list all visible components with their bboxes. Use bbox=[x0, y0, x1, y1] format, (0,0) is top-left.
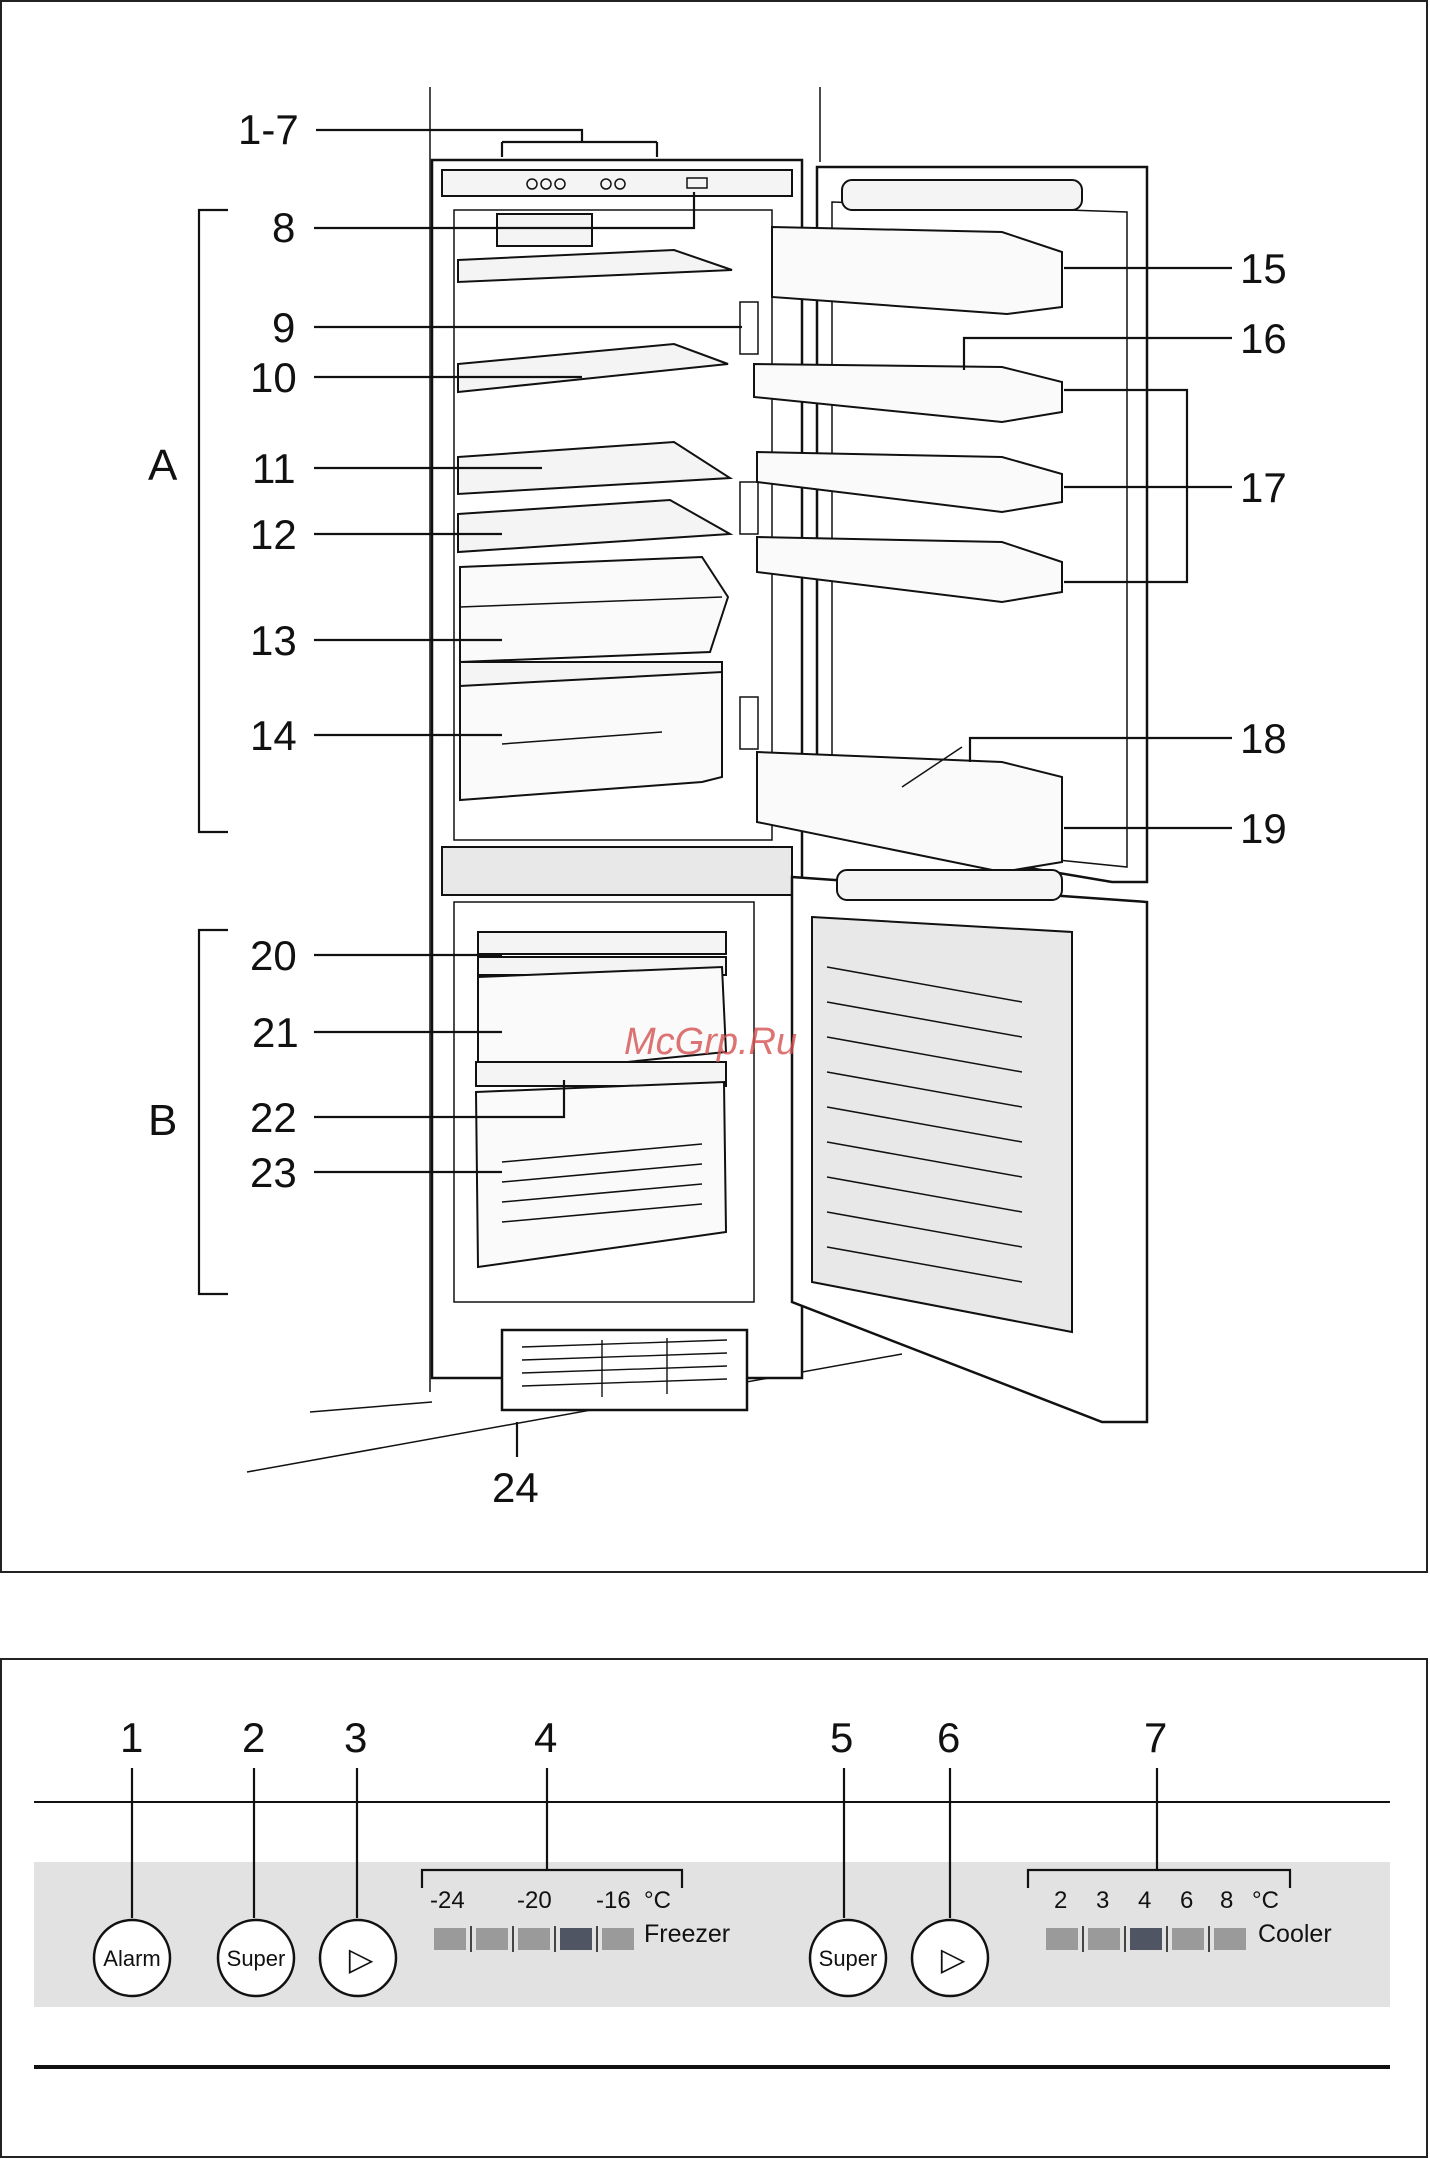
label-18: 18 bbox=[1240, 715, 1287, 762]
super-cooler-button-label: Super bbox=[819, 1946, 878, 1971]
cooler-segment-3 bbox=[1130, 1928, 1162, 1950]
label-16: 16 bbox=[1240, 315, 1287, 362]
control-panel-diagram: 1 2 3 4 5 6 7 Alarm Super ▷ Super ▷ bbox=[2, 1660, 1428, 2158]
label-10: 10 bbox=[250, 354, 297, 401]
freezer-segment-5 bbox=[602, 1928, 634, 1950]
freezer-scale-mid: -20 bbox=[517, 1887, 552, 1914]
freezer-scale-max: -16 bbox=[596, 1887, 631, 1914]
callout-6: 6 bbox=[937, 1714, 960, 1761]
label-14: 14 bbox=[250, 712, 297, 759]
labels-left: 1-7 8 9 10 11 12 13 14 20 21 22 23 bbox=[238, 106, 299, 1196]
cooler-label: Cooler bbox=[1258, 1920, 1332, 1948]
freezer-label: Freezer bbox=[644, 1920, 730, 1948]
label-19: 19 bbox=[1240, 805, 1287, 852]
label-8: 8 bbox=[272, 204, 295, 251]
group-label-b: B bbox=[148, 1096, 177, 1145]
label-22: 22 bbox=[250, 1094, 297, 1141]
cooler-scale-4: 4 bbox=[1138, 1887, 1151, 1914]
door-handle bbox=[842, 180, 1082, 210]
freezer-select-button[interactable]: ▷ bbox=[320, 1920, 396, 1996]
cooler-segments bbox=[1046, 1926, 1246, 1952]
play-icon: ▷ bbox=[349, 1941, 374, 1977]
cooler-scale-3: 3 bbox=[1096, 1887, 1109, 1914]
group-label-a: A bbox=[148, 441, 178, 490]
super-freezer-button-label: Super bbox=[227, 1946, 286, 1971]
cooler-select-button[interactable]: ▷ bbox=[912, 1920, 988, 1996]
bracket-b bbox=[199, 930, 228, 1294]
label-15: 15 bbox=[1240, 245, 1287, 292]
cooler-unit: °C bbox=[1252, 1887, 1279, 1914]
label-20: 20 bbox=[250, 932, 297, 979]
figure-control-panel-frame: 1 2 3 4 5 6 7 Alarm Super ▷ Super ▷ bbox=[0, 1658, 1428, 2158]
cooler-segment-5 bbox=[1214, 1928, 1246, 1950]
super-cooler-button[interactable]: Super bbox=[810, 1920, 886, 1996]
label-11: 11 bbox=[252, 445, 296, 492]
label-12: 12 bbox=[250, 511, 297, 558]
cooler-segment-2 bbox=[1088, 1928, 1120, 1950]
freezer-segment-4 bbox=[560, 1928, 592, 1950]
appliance-diagram: 1-7 8 9 10 11 12 13 14 20 21 22 23 15 16… bbox=[2, 2, 1428, 1573]
alarm-button-label: Alarm bbox=[103, 1946, 160, 1971]
callout-2: 2 bbox=[242, 1714, 265, 1761]
bracket-a bbox=[199, 210, 228, 832]
callout-3: 3 bbox=[344, 1714, 367, 1761]
cooler-scale-8: 8 bbox=[1220, 1887, 1233, 1914]
freezer-segment-2 bbox=[476, 1928, 508, 1950]
freezer-segment-1 bbox=[434, 1928, 466, 1950]
label-17: 17 bbox=[1240, 464, 1287, 511]
freezer-door-panel bbox=[812, 917, 1072, 1332]
super-freezer-button[interactable]: Super bbox=[218, 1920, 294, 1996]
drawer-13 bbox=[460, 557, 728, 662]
freezer-scale-min: -24 bbox=[430, 1887, 465, 1914]
label-23: 23 bbox=[250, 1149, 297, 1196]
label-24: 24 bbox=[492, 1464, 539, 1511]
label-13: 13 bbox=[250, 617, 297, 664]
play-icon: ▷ bbox=[941, 1941, 966, 1977]
label-9: 9 bbox=[272, 304, 295, 351]
callout-5: 5 bbox=[830, 1714, 853, 1761]
control-strip bbox=[442, 170, 792, 196]
cooler-segment-1 bbox=[1046, 1928, 1078, 1950]
cooler-scale-2: 2 bbox=[1054, 1887, 1067, 1914]
freezer-segment-3 bbox=[518, 1928, 550, 1950]
labels-right: 15 16 17 18 19 bbox=[1240, 245, 1287, 852]
freezer-unit: °C bbox=[644, 1887, 671, 1914]
drawer-20-front bbox=[478, 932, 726, 954]
figure-appliance-frame: 1-7 8 9 10 11 12 13 14 20 21 22 23 15 16… bbox=[0, 0, 1428, 1573]
callout-7: 7 bbox=[1144, 1714, 1167, 1761]
cooler-segment-4 bbox=[1172, 1928, 1204, 1950]
freezer-door-handle bbox=[837, 870, 1062, 900]
alarm-button[interactable]: Alarm bbox=[94, 1920, 170, 1996]
watermark: McGrp.Ru bbox=[624, 1021, 797, 1063]
floor-line bbox=[310, 1402, 432, 1412]
fridge-light bbox=[497, 214, 592, 246]
label-1-7: 1-7 bbox=[238, 106, 299, 153]
label-21: 21 bbox=[252, 1009, 299, 1056]
callout-1: 1 bbox=[120, 1714, 143, 1761]
callout-4: 4 bbox=[534, 1714, 557, 1761]
drawer-22-grip bbox=[476, 1062, 726, 1086]
freezer-segments bbox=[434, 1926, 634, 1952]
callout-numbers: 1 2 3 4 5 6 7 bbox=[120, 1714, 1167, 1761]
compartment-divider bbox=[442, 847, 792, 895]
cooler-scale-6: 6 bbox=[1180, 1887, 1193, 1914]
